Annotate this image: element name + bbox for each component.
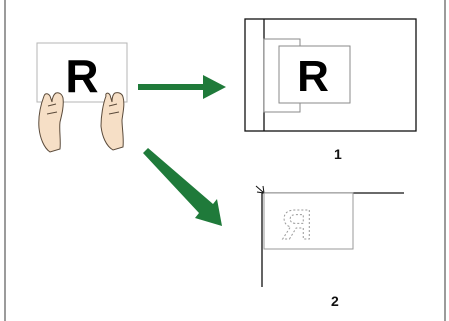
placed-letter: R	[297, 52, 329, 101]
scanner-glass-view: R	[244, 18, 417, 132]
corner-mark-icon	[255, 185, 265, 194]
underside-sheet	[263, 192, 354, 250]
original-letter: R	[65, 50, 98, 102]
underside-view: R	[255, 185, 404, 287]
mirrored-faint-letter: R	[282, 201, 312, 248]
figure-frame	[4, 0, 446, 321]
arrow-right-icon	[138, 75, 226, 99]
arrow-down-right-icon	[143, 148, 222, 226]
right-hand-icon	[100, 92, 125, 151]
placed-sheet	[278, 45, 351, 104]
hand-held-original: R	[36, 42, 128, 153]
caption-2: 2	[331, 293, 339, 309]
left-hand-icon	[38, 92, 64, 153]
caption-1: 1	[334, 146, 342, 162]
original-sheet	[36, 42, 128, 103]
